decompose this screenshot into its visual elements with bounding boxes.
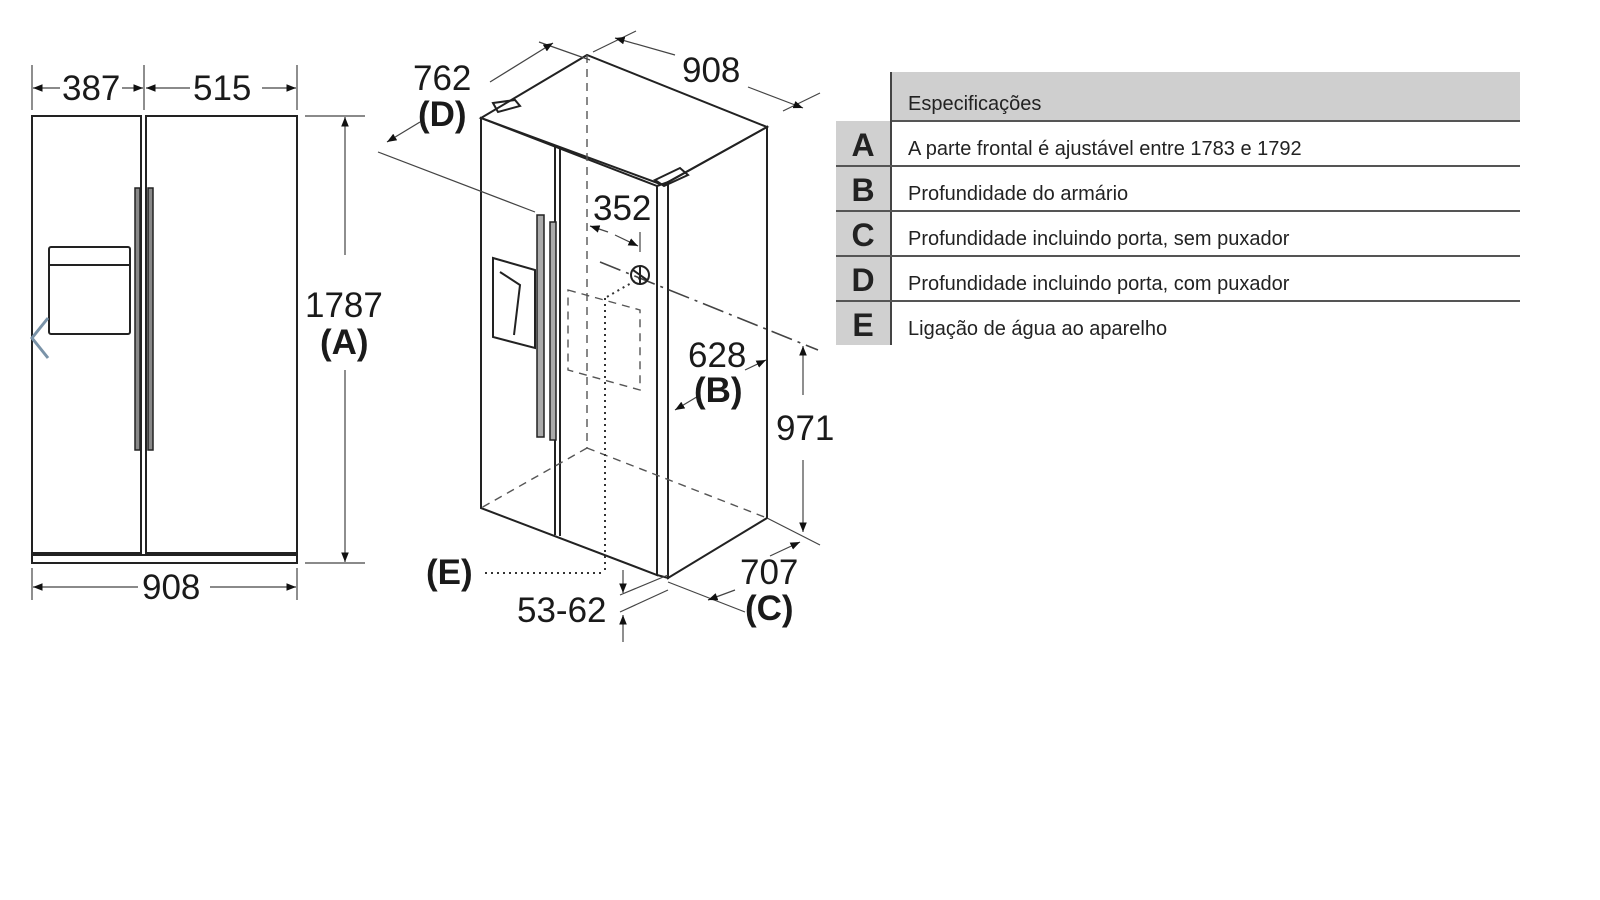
iso-handle-left [536, 214, 545, 438]
iso-view: 762 (D) 908 352 628 (B) 971 707 (C) (E) [377, 30, 834, 642]
row-text: A parte frontal é ajustável entre 1783 e… [891, 121, 1520, 167]
dim-depth-with-handle: 762 [413, 59, 471, 98]
dim-door-offset: 53-62 [517, 591, 607, 630]
dim-depth-without-handle-ref: (C) [745, 589, 794, 628]
fridge-door [145, 115, 298, 554]
dim-fridge-width: 515 [193, 69, 251, 108]
row-key: A [836, 121, 892, 167]
dim-cabinet-depth-ref: (B) [694, 371, 743, 410]
dim-cabinet-depth: 628 [688, 336, 746, 375]
table-row: E Ligação de água ao aparelho [836, 301, 1520, 345]
row-text: Ligação de água ao aparelho [908, 318, 1168, 340]
iso-dispenser [492, 256, 536, 350]
dim-iso-width: 908 [682, 51, 740, 90]
front-view: 387 515 1787 (A) 908 [31, 65, 383, 607]
water-dispenser [48, 246, 131, 335]
iso-handle-right [549, 221, 557, 441]
chevron-left-icon [30, 317, 50, 359]
dim-total-width: 908 [142, 568, 200, 607]
row-text: Profundidade incluindo porta, sem puxado… [891, 211, 1520, 257]
dim-water-height: 971 [776, 409, 834, 448]
row-key: C [836, 211, 892, 257]
dim-height-ref: (A) [320, 323, 369, 362]
base-plinth [31, 554, 298, 564]
carousel-prev-button[interactable] [26, 314, 60, 362]
dim-water-offset: 352 [593, 189, 651, 228]
row-key: E [836, 301, 892, 345]
dim-freezer-width: 387 [62, 69, 120, 108]
dim-depth-without-handle: 707 [740, 553, 798, 592]
fridge-handle [147, 187, 154, 451]
row-text: Profundidade do armário [891, 166, 1520, 212]
doors-front [480, 116, 658, 577]
table-header: Especificações [836, 72, 1520, 122]
row-key: B [836, 166, 892, 212]
freezer-door [31, 115, 142, 554]
freezer-handle [134, 187, 141, 451]
dim-height: 1787 [305, 286, 383, 325]
row-text: Profundidade incluindo porta, com puxado… [891, 256, 1520, 302]
row-key: D [836, 256, 892, 302]
table-header-label: Especificações [891, 72, 1520, 122]
dim-depth-with-handle-ref: (D) [418, 95, 467, 134]
water-connection-ref: (E) [426, 553, 473, 592]
